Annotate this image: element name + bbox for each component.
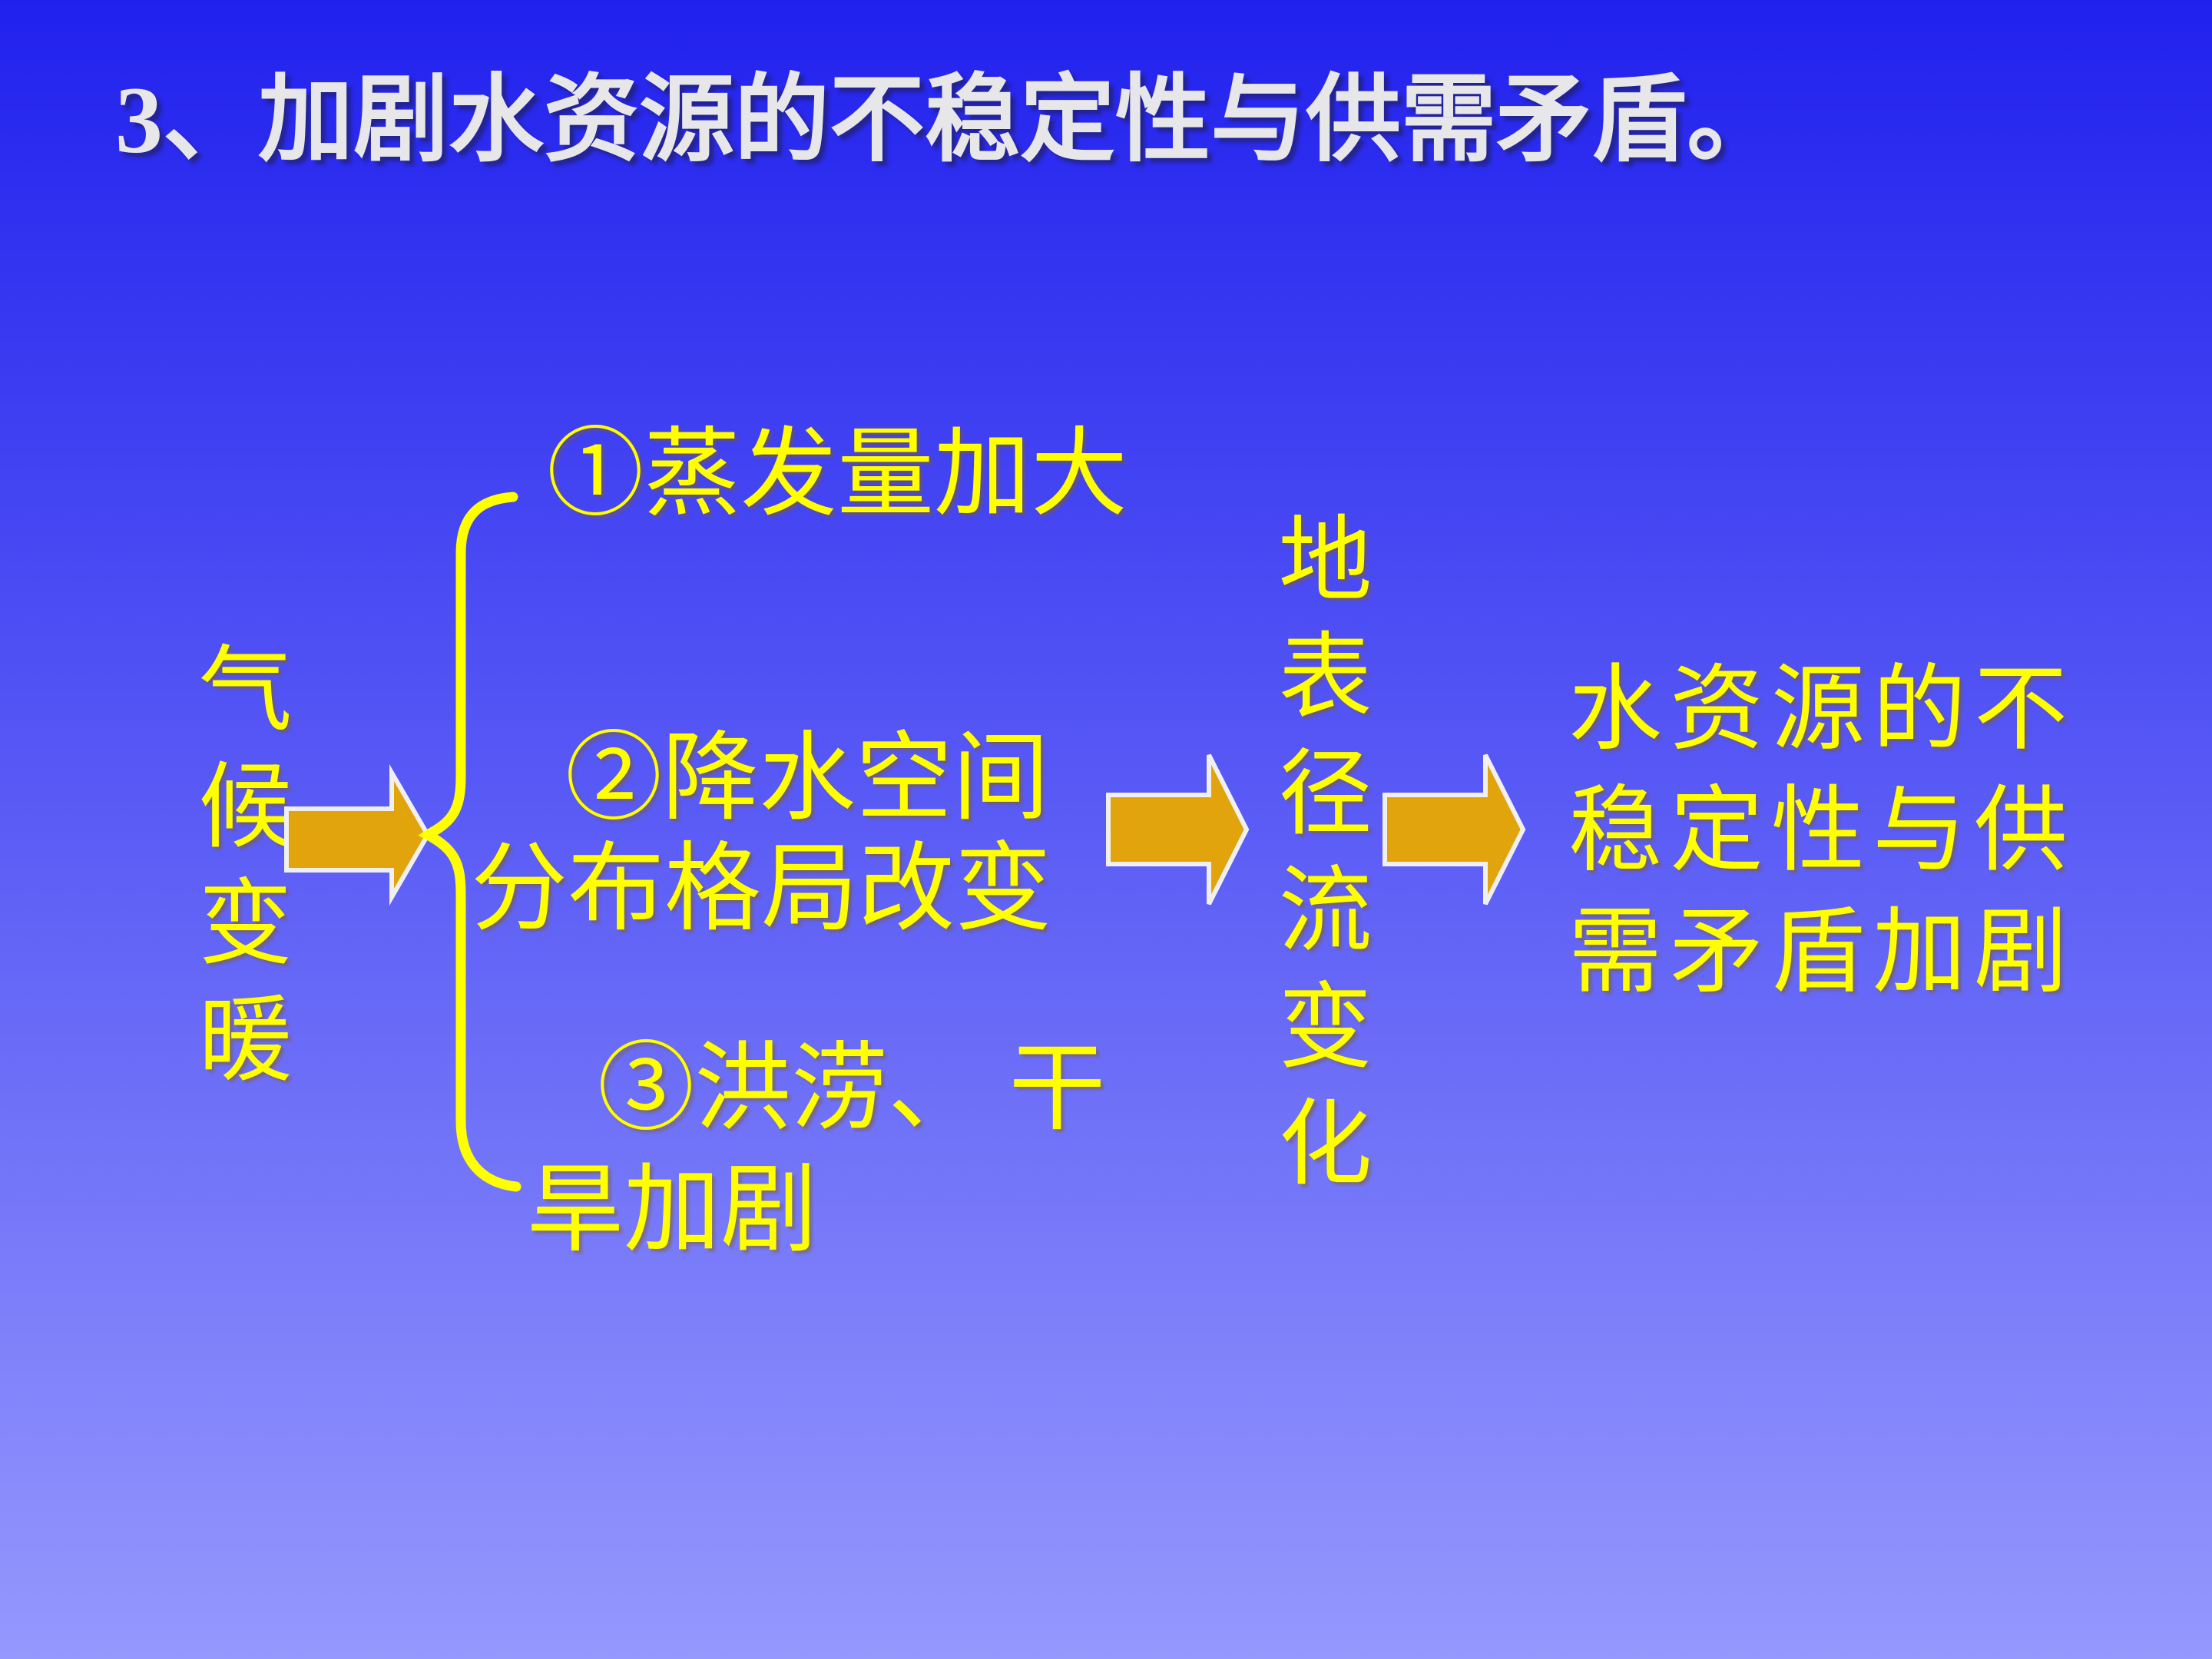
branch-item-2-line-1: ②降水空间 — [565, 726, 1049, 833]
right-arrow-shape — [1382, 753, 1526, 906]
left-brace-icon — [418, 492, 522, 1192]
branch-item-1-label: ①蒸发量加大 — [547, 422, 1128, 528]
right-arrow-shape — [284, 763, 431, 906]
right-arrow-icon — [1382, 753, 1526, 906]
node-result: 水资源的不 稳定性与供 需矛盾加剧 — [1568, 658, 2075, 1005]
branch-item-2-line-2: 分布格局改变 — [471, 836, 1051, 943]
node-climate-warming: 气候变暖 — [184, 640, 288, 1107]
node-surface-runoff-change: 地表径流变化 — [1264, 510, 1368, 1210]
right-arrow-icon — [284, 763, 431, 906]
branch-item-3-line-2: 旱加剧 — [527, 1157, 817, 1264]
right-arrow-shape — [1106, 753, 1250, 906]
left-brace-path — [418, 492, 522, 1192]
page-title: 3、加剧水资源的不稳定性与供需矛盾。 — [115, 68, 1783, 173]
branch-item-3-line-1: ③洪涝、 干 — [598, 1036, 1106, 1143]
right-arrow-icon — [1106, 753, 1250, 906]
